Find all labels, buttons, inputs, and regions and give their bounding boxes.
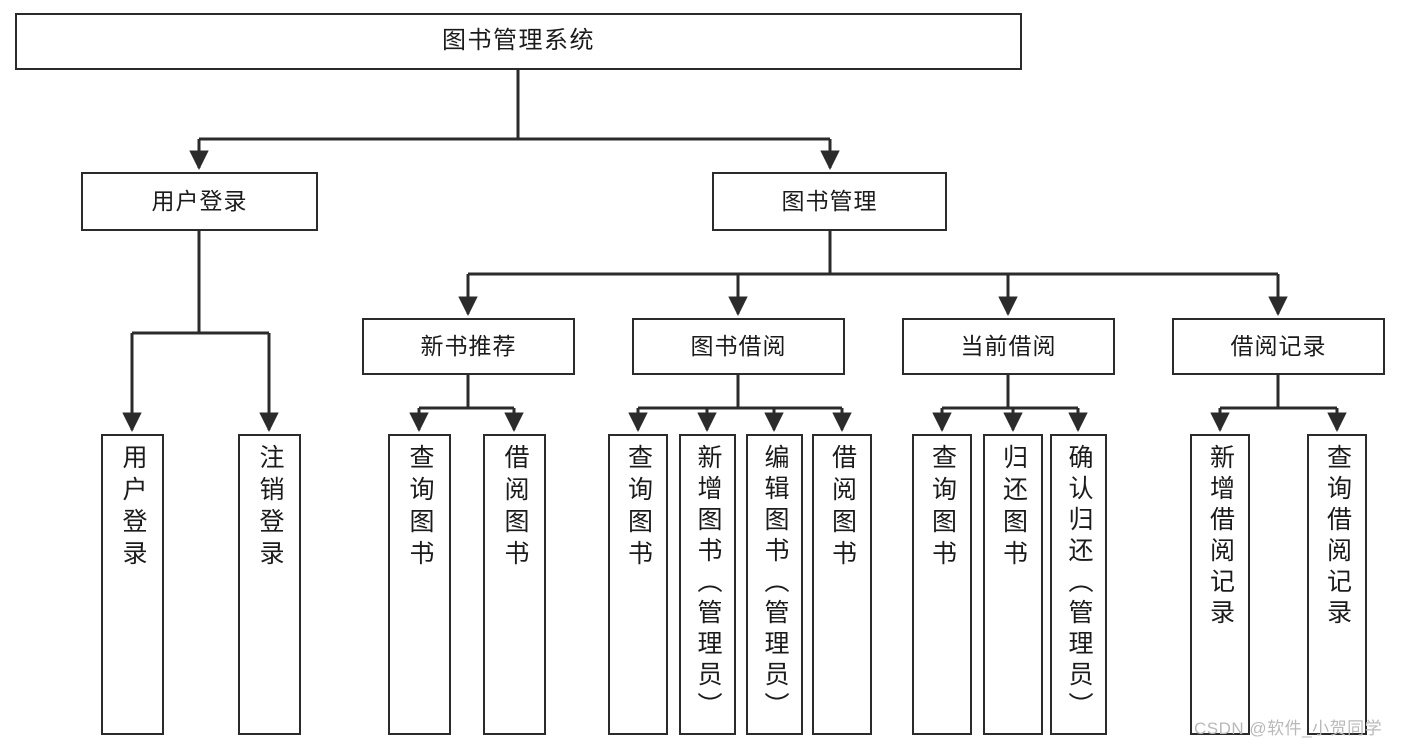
leaf-borrow-book-recommend[interactable]: 借阅图书 [483,434,546,735]
node-label: 归还图书 [999,444,1028,572]
node-label: 用户登录 [151,187,248,214]
leaf-query-book-borrow[interactable]: 查询图书 [608,434,668,735]
leaf-user-login[interactable]: 用户登录 [101,434,164,735]
leaf-query-book-current[interactable]: 查询图书 [912,434,972,735]
node-label: 图书管理系统 [442,27,595,55]
node-label: 借阅记录 [1230,332,1327,359]
node-book-manage[interactable]: 图书管理 [712,172,947,231]
csdn-watermark: CSDN @软件_小贺同学 [1194,719,1383,738]
node-label: 查询图书 [406,444,434,572]
leaf-query-book-recommend[interactable]: 查询图书 [388,434,451,735]
leaf-add-book-admin[interactable]: 新增图书（管理员） [679,434,736,735]
node-borrow-record[interactable]: 借阅记录 [1172,318,1385,375]
node-label: 用户登录 [119,444,147,572]
node-current-borrow[interactable]: 当前借阅 [902,318,1115,375]
leaf-borrow-book[interactable]: 借阅图书 [812,434,872,735]
node-label: 确认归还（管理员） [1065,444,1093,723]
leaf-edit-book-admin[interactable]: 编辑图书（管理员） [746,434,803,735]
node-label: 新书推荐 [420,332,517,359]
node-user-login[interactable]: 用户登录 [81,172,318,231]
node-label: 查询图书 [928,444,957,572]
node-label: 新增借阅记录 [1206,444,1235,630]
node-label: 当前借阅 [960,332,1057,359]
node-label: 新增图书（管理员） [694,444,722,723]
node-label: 编辑图书（管理员） [761,444,789,723]
leaf-return-book[interactable]: 归还图书 [983,434,1043,735]
leaf-logout[interactable]: 注销登录 [238,434,301,735]
node-label: 查询图书 [624,444,653,572]
node-label: 图书管理 [781,187,878,214]
leaf-confirm-return-admin[interactable]: 确认归还（管理员） [1050,434,1107,735]
node-book-borrow[interactable]: 图书借阅 [632,318,845,375]
leaf-add-borrow-record[interactable]: 新增借阅记录 [1190,434,1250,735]
leaf-query-borrow-record[interactable]: 查询借阅记录 [1307,434,1367,735]
node-label: 借阅图书 [828,444,857,572]
node-new-book-recommend[interactable]: 新书推荐 [362,318,575,375]
node-label: 借阅图书 [501,444,529,572]
node-label: 图书借阅 [690,332,787,359]
node-label: 查询借阅记录 [1323,444,1352,630]
node-label: 注销登录 [256,444,284,572]
node-root-system[interactable]: 图书管理系统 [15,13,1022,70]
